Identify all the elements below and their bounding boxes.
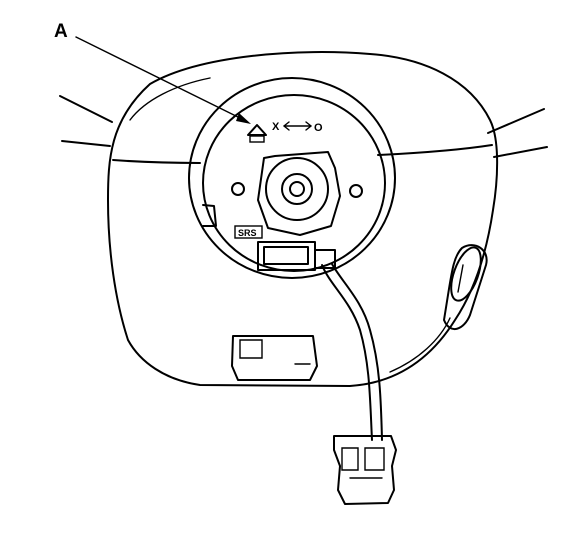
- harness-connector: [333, 435, 397, 505]
- reel-mount-hole-right: [349, 184, 363, 198]
- alignment-marks: X O: [247, 121, 323, 143]
- alignment-triangle-icon: [247, 124, 267, 136]
- leader-arrowhead-icon: [236, 113, 251, 124]
- mark-x: X: [272, 121, 280, 133]
- callout-label: A: [54, 21, 68, 42]
- steering-shaft-bore: [265, 157, 329, 221]
- srs-badge: SRS: [234, 225, 263, 239]
- callout-a: A: [54, 21, 251, 124]
- double-arrow-icon: [282, 121, 313, 131]
- srs-badge-label: SRS: [238, 228, 257, 238]
- steering-wheel-spokes: [59, 95, 548, 158]
- pad-lower-tab: [231, 335, 318, 381]
- cable-reel: [188, 77, 396, 279]
- reel-connector: [257, 241, 336, 271]
- mark-o: O: [314, 122, 323, 134]
- side-knob: [443, 244, 488, 330]
- harness-wire: [321, 263, 383, 441]
- reel-mount-hole-left: [231, 182, 245, 196]
